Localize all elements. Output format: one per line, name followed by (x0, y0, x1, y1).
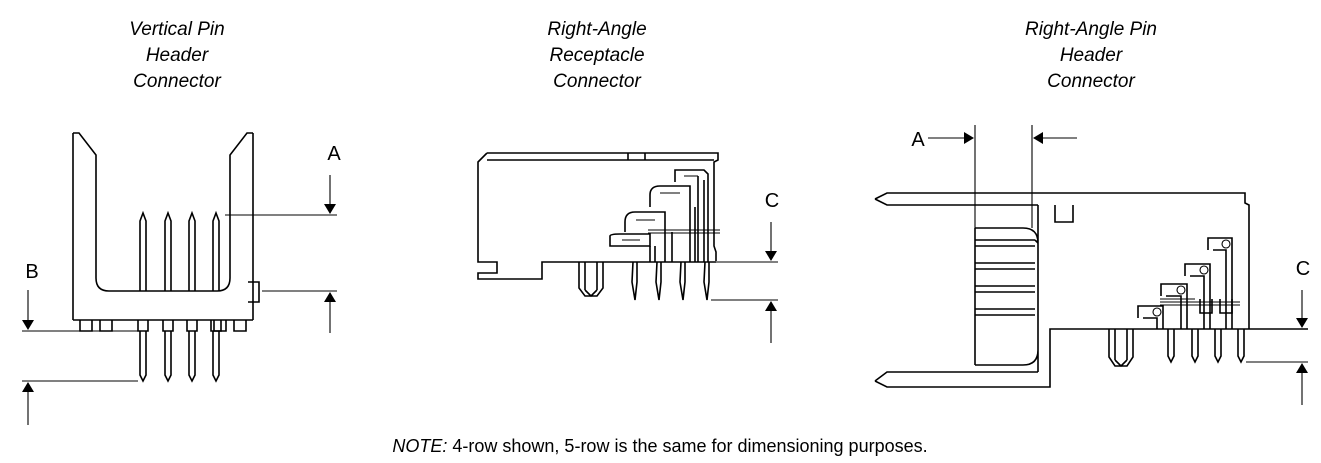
vertical-pin-header-drawing: A B (22, 132, 341, 425)
vertical-latch (248, 281, 260, 303)
ra-header-housing-top (874, 192, 1250, 329)
title-ra-header-line1: Right-Angle Pin (1025, 19, 1157, 40)
title-vertical-pin-header: Vertical Pin Header Connector (129, 19, 224, 92)
ra-header-cavity (975, 205, 1039, 372)
title-ra-header-line2: Header (1060, 45, 1123, 66)
vertical-dim-a-label: A (327, 143, 341, 165)
title-receptacle-line3: Connector (553, 71, 641, 92)
note-label: NOTE: (392, 436, 447, 456)
receptacle-dim-c-extension (711, 261, 778, 301)
ra-header-dim-a-extension (974, 125, 1033, 228)
title-vertical-line2: Header (146, 45, 209, 66)
ra-header-dim-a-label: A (911, 129, 925, 151)
vertical-dim-a-extension (225, 214, 337, 292)
vertical-right-wall (229, 132, 254, 320)
vertical-left-wall (72, 132, 97, 320)
title-vertical-line3: Connector (133, 71, 221, 92)
receptacle-pin-tails (631, 261, 710, 301)
vertical-dim-b-extension (22, 330, 138, 382)
ra-header-bottom-inner (874, 371, 1038, 382)
ra-header-boardlock (1108, 329, 1134, 368)
ra-header-top-inner (874, 198, 1038, 206)
title-receptacle-line1: Right-Angle (547, 19, 646, 40)
right-angle-receptacle-drawing: C (477, 152, 779, 343)
vertical-pins-upper (139, 210, 220, 291)
title-receptacle-line2: Receptacle (549, 45, 644, 66)
title-ra-header-line3: Connector (1047, 71, 1135, 92)
receptacle-top-tab (627, 153, 646, 160)
vertical-floor (95, 277, 231, 292)
ra-header-pin-tails (1167, 329, 1245, 364)
ra-header-contacts (1137, 237, 1240, 329)
ra-header-top-tab (1054, 205, 1074, 223)
ra-header-horizontal-pins (975, 239, 1039, 316)
dimension-note: NOTE: 4-row shown, 5-row is the same for… (392, 436, 927, 456)
title-vertical-line1: Vertical Pin (129, 19, 224, 40)
right-angle-pin-header-drawing: A C (874, 125, 1310, 405)
receptacle-boardlock (578, 262, 604, 298)
ra-header-dim-c-label: C (1296, 258, 1310, 280)
title-right-angle-pin-header: Right-Angle Pin Header Connector (1025, 19, 1157, 92)
vertical-pins-lower (137, 320, 222, 383)
vertical-dim-b-label: B (25, 261, 38, 283)
note-text: 4-row shown, 5-row is the same for dimen… (447, 436, 927, 456)
receptacle-dim-c-label: C (765, 190, 779, 212)
receptacle-housing (477, 152, 719, 280)
receptacle-contacts-upper (609, 169, 720, 262)
ra-header-base (874, 328, 1308, 388)
title-right-angle-receptacle: Right-Angle Receptacle Connector (547, 19, 646, 92)
